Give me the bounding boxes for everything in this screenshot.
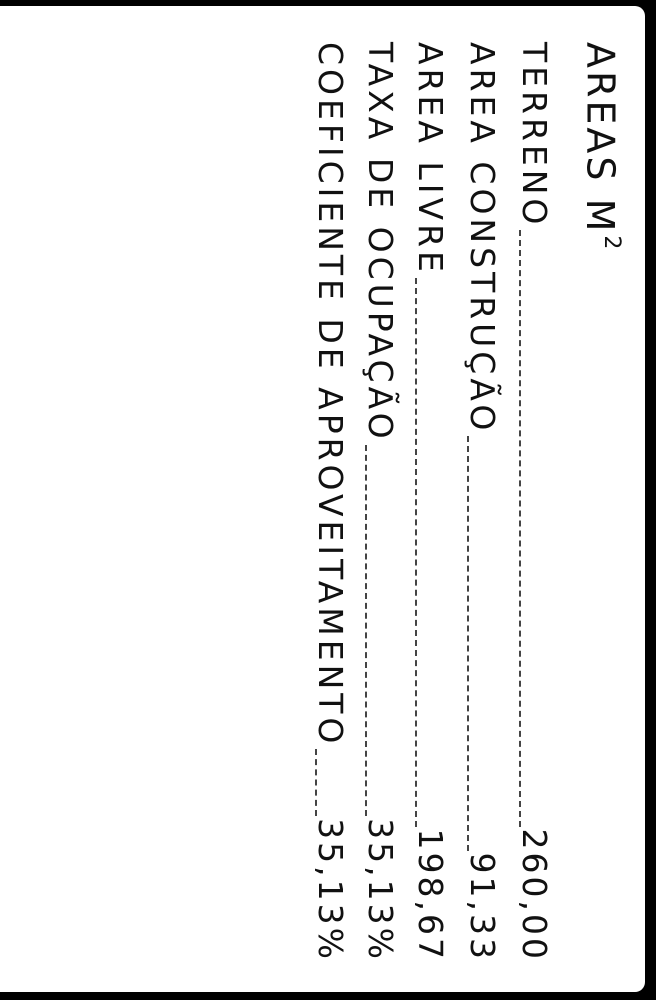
row-label: AREA CONSTRUÇÃO: [463, 42, 502, 435]
leader-line: [315, 749, 317, 817]
row-label: AREA LIVRE: [411, 42, 450, 276]
row-coeficiente-aproveitamento: COEFICIENTE DE APROVEITAMENTO 35,13%: [310, 42, 354, 962]
row-value: 198,67: [411, 828, 450, 962]
row-label: TERRENO: [515, 42, 554, 229]
title-unit: M2: [578, 198, 624, 253]
title-text: AREAS: [578, 42, 623, 184]
leader-line: [467, 436, 469, 851]
row-value: 35,13%: [311, 818, 350, 962]
row-value: 91,33: [463, 852, 502, 962]
table-title: AREAS M2: [577, 42, 630, 252]
areas-table: AREAS M2 TERRENO 260,00 AREA CONSTRUÇÃO …: [0, 6, 645, 992]
row-terreno: TERRENO 260,00: [514, 42, 558, 962]
row-area-livre: AREA LIVRE 198,67: [410, 42, 454, 962]
row-label: TAXA DE OCUPAÇÃO: [361, 42, 400, 443]
row-taxa-ocupacao: TAXA DE OCUPAÇÃO 35,13%: [360, 42, 404, 962]
leader-line: [519, 230, 521, 827]
row-value: 260,00: [515, 828, 554, 962]
leader-line: [415, 277, 417, 827]
drawing-sheet: AREAS M2 TERRENO 260,00 AREA CONSTRUÇÃO …: [0, 6, 645, 992]
row-label: COEFICIENTE DE APROVEITAMENTO: [311, 42, 350, 748]
row-area-construcao: AREA CONSTRUÇÃO 91,33: [462, 42, 506, 962]
leader-line: [365, 444, 367, 817]
row-value: 35,13%: [361, 818, 400, 962]
